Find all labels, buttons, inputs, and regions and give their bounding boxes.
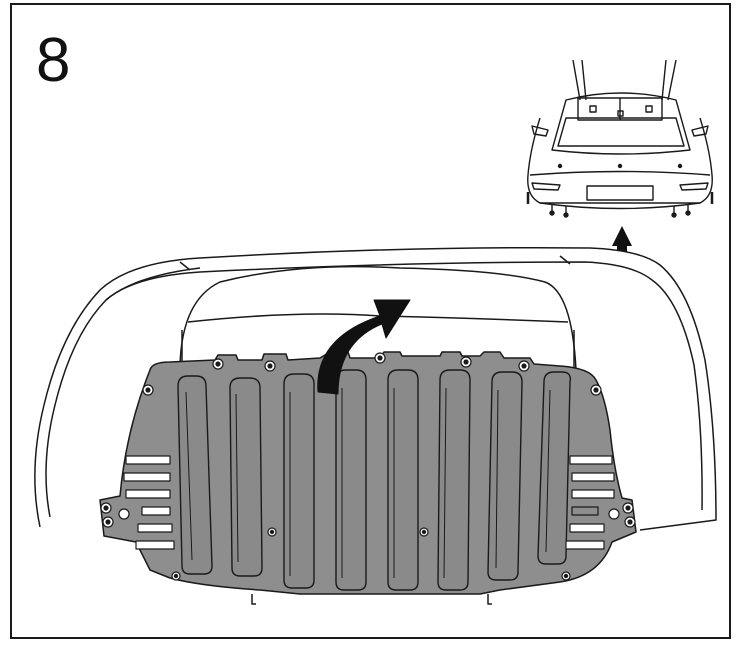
panel-ribs: [177, 369, 572, 591]
step-number: 8: [36, 26, 71, 95]
fasteners: [100, 352, 636, 581]
vent-slots-right: [565, 455, 615, 550]
curved-arrow-up-right-icon: [317, 299, 411, 395]
underbody-panel: [99, 351, 637, 605]
vent-slots-left: [123, 455, 175, 550]
car-rear-view: [526, 59, 714, 218]
